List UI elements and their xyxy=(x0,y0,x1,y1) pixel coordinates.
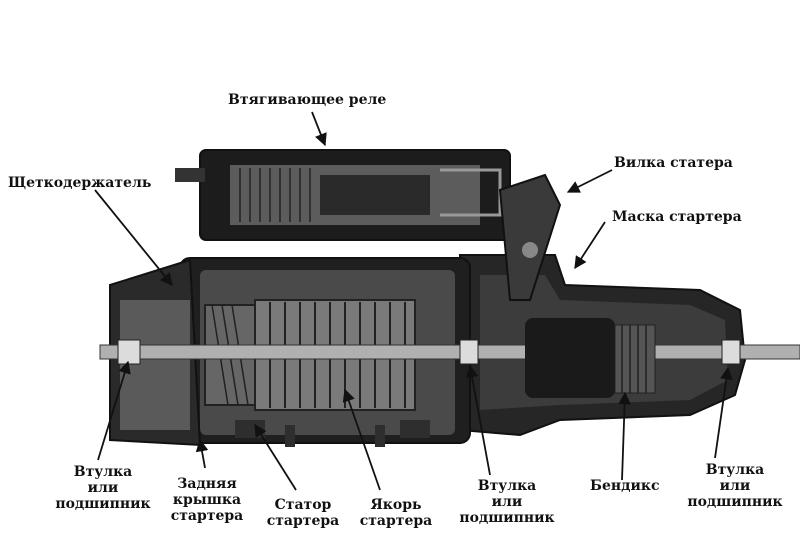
label-bushing-right-line2: или xyxy=(719,478,751,494)
label-fork: Вилка статера xyxy=(614,155,733,171)
label-armature-line2: стартера xyxy=(359,513,433,529)
label-nose-housing: Маска стартера xyxy=(612,209,742,225)
label-armature: Якорь стартера xyxy=(352,497,440,529)
solenoid-relay xyxy=(175,149,511,241)
label-armature-line1: Якорь xyxy=(370,497,422,513)
starter-fork xyxy=(498,173,562,301)
label-bushing-middle-line1: Втулка xyxy=(477,478,537,494)
label-bushing-middle-line2: или xyxy=(491,494,523,510)
label-bushing-left-line2: или xyxy=(87,480,119,496)
label-bushing-right: Втулка или подшипник xyxy=(680,462,790,510)
label-bushing-middle-line3: подшипник xyxy=(459,510,555,526)
label-bushing-left-line1: Втулка xyxy=(73,464,133,480)
label-bushing-right-line3: подшипник xyxy=(687,494,783,510)
bushing-rear xyxy=(117,339,141,365)
bendix-drive xyxy=(525,318,656,398)
label-rear-cover-line3: стартера xyxy=(170,508,244,524)
label-stator-line2: стартера xyxy=(266,513,340,529)
bushing-middle xyxy=(459,339,479,365)
label-bendix: Бендикс xyxy=(590,478,660,494)
label-rear-cover-line2: крышка xyxy=(172,492,242,508)
label-bushing-right-line1: Втулка xyxy=(705,462,765,478)
label-solenoid: Втягивающее реле xyxy=(228,92,387,108)
label-stator: Статор стартера xyxy=(262,497,344,529)
leader-lines xyxy=(94,111,733,491)
label-brush-holder: Щеткодержатель xyxy=(8,175,152,191)
label-rear-cover: Задняя крышка стартера xyxy=(162,476,252,524)
label-stator-line1: Статор xyxy=(274,497,332,513)
shaft xyxy=(99,344,800,360)
label-rear-cover-line1: Задняя xyxy=(177,476,237,492)
label-bushing-middle: Втулка или подшипник xyxy=(452,478,562,526)
label-bushing-left: Втулка или подшипник xyxy=(48,464,158,512)
label-bushing-left-line3: подшипник xyxy=(55,496,151,512)
bushing-front xyxy=(721,339,741,365)
